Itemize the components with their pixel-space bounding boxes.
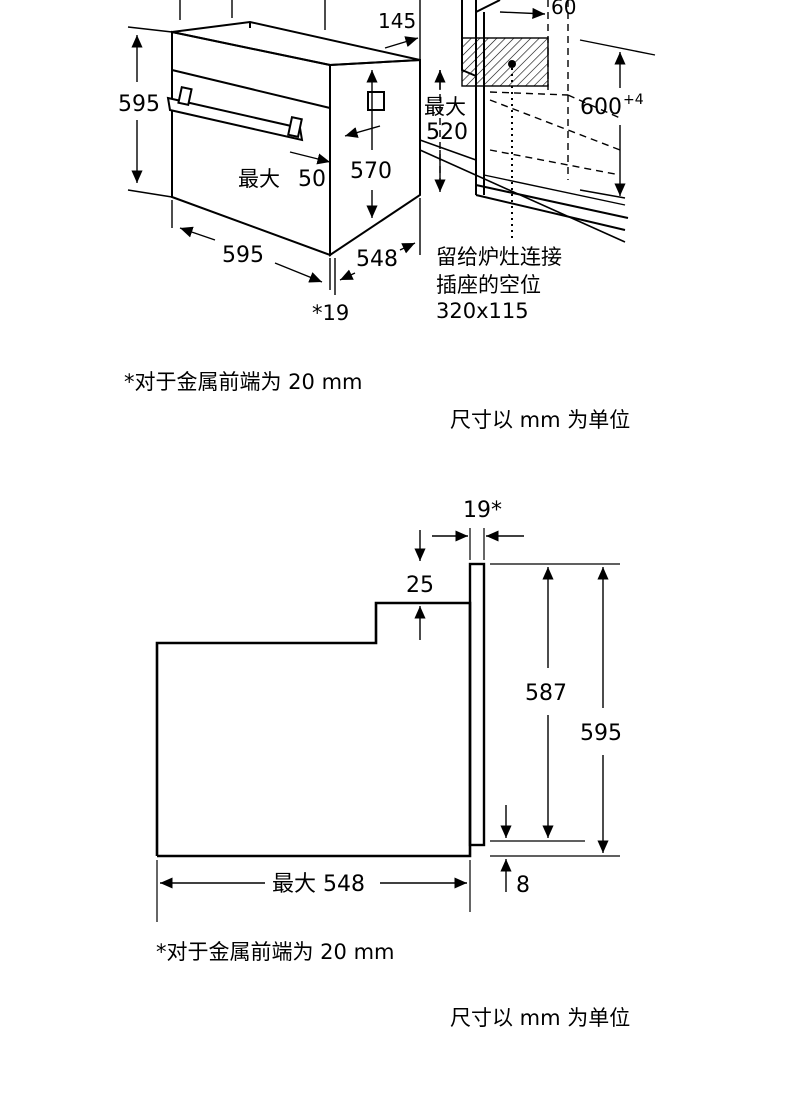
top-145-dimension [179, 0, 421, 60]
label-548: 548 [356, 247, 398, 272]
height-dimension-left [127, 26, 173, 198]
label-max-548: 最大 548 [272, 872, 365, 897]
max-50-leader [289, 125, 381, 165]
label-145: 145 [378, 9, 416, 33]
oven-side-profile [155, 562, 486, 858]
bottom-units-note: 尺寸以 mm 为单位 [450, 1006, 631, 1030]
label-600-sup: +4 [623, 92, 644, 108]
front-width-dimension [171, 200, 331, 290]
label-595: 595 [580, 721, 622, 746]
oven-body [171, 20, 421, 257]
label-19-star: 19* [463, 498, 502, 523]
top-footnote: *对于金属前端为 20 mm [124, 370, 363, 394]
oven-handle [166, 85, 304, 142]
label-max-50-value: 50 [298, 167, 326, 192]
label-600: 600 [580, 95, 622, 120]
label-595-width: 595 [222, 243, 264, 268]
label-8: 8 [516, 873, 530, 898]
label-520: 520 [426, 120, 468, 145]
label-595-height: 595 [118, 92, 160, 117]
label-max-right: 最大 [424, 95, 466, 119]
socket-note-line-2: 插座的空位 [436, 273, 541, 297]
label-25: 25 [406, 573, 434, 598]
label-587: 587 [525, 681, 567, 706]
top-units-note: 尺寸以 mm 为单位 [450, 408, 631, 432]
socket-space-hatched [461, 37, 549, 87]
socket-note-line-3: 320x115 [436, 299, 529, 323]
socket-marker [508, 60, 516, 68]
bottom-footnote: *对于金属前端为 20 mm [156, 940, 395, 964]
bottom-extension-lines [156, 528, 620, 922]
socket-note-line-1: 留给炉灶连接 [436, 245, 562, 269]
top-oven-diagram: 145 60 595 600 +4 最大 520 最大 50 570 595 5… [118, 0, 656, 325]
label-star-19: *19 [312, 301, 349, 325]
oven-side-bracket [367, 91, 385, 111]
label-max-50-prefix: 最大 [238, 167, 280, 191]
niche-top-dimension [499, 7, 656, 199]
depth-dimension [339, 198, 421, 281]
label-570: 570 [350, 159, 392, 184]
label-60: 60 [551, 0, 576, 19]
